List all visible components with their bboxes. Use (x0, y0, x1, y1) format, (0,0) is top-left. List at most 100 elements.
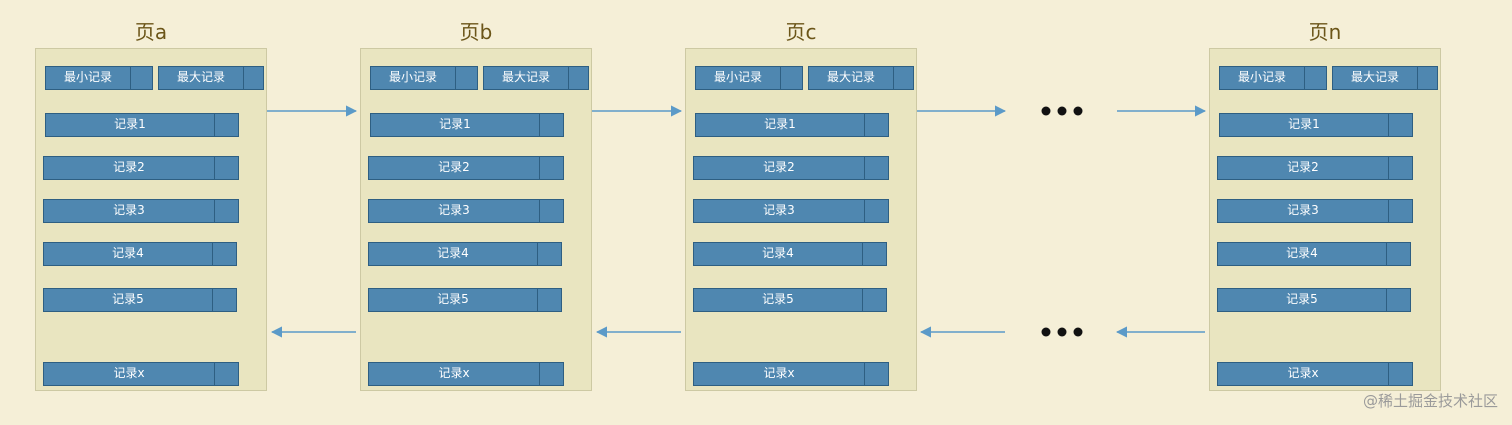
page-0-record-5: 记录5 (43, 288, 237, 312)
page-0-min-record-pointer-separator (130, 67, 131, 89)
page-2-title: 页c (785, 20, 817, 44)
page-1-record-x-label: 记录x (438, 366, 470, 380)
page-3-record-5-pointer-separator (1386, 289, 1387, 311)
page-2-record-2: 记录2 (693, 156, 889, 180)
page-0-min-record-label: 最小记录 (63, 70, 112, 84)
page-2-min-record-pointer-separator (780, 67, 781, 89)
page-1-max-record-pointer-separator (568, 67, 569, 89)
page-1-record-1: 记录1 (370, 113, 564, 137)
page-1-record-4: 记录4 (368, 242, 562, 266)
page-2-record-x-pointer-separator (864, 363, 865, 385)
page-1-max-record-label: 最大记录 (501, 70, 550, 84)
page-2-min-record-label: 最小记录 (713, 70, 762, 84)
page-2-record-x-label: 记录x (763, 366, 795, 380)
page-2-max-record-label: 最大记录 (826, 70, 875, 84)
page-1-min-record: 最小记录 (370, 66, 478, 90)
page-2-record-2-pointer-separator (864, 157, 865, 179)
page-2-record-5: 记录5 (693, 288, 887, 312)
page-2-max-record: 最大记录 (808, 66, 914, 90)
page-1-max-record: 最大记录 (483, 66, 589, 90)
page-0-record-x: 记录x (43, 362, 239, 386)
page-2-record-3: 记录3 (693, 199, 889, 223)
page-2-record-4-label: 记录4 (762, 246, 794, 260)
top-ellipsis-dot-3 (1073, 106, 1083, 116)
page-0-record-2: 记录2 (43, 156, 239, 180)
bottom-ellipsis-dot-1 (1041, 327, 1051, 337)
page-0-min-record: 最小记录 (45, 66, 153, 90)
page-1-record-1-label: 记录1 (439, 117, 471, 131)
page-0-record-5-label: 记录5 (112, 292, 144, 306)
page-0-record-1-pointer-separator (214, 114, 215, 136)
page-1-record-x: 记录x (368, 362, 564, 386)
page-1-record-4-label: 记录4 (437, 246, 469, 260)
page-0-record-2-label: 记录2 (113, 160, 145, 174)
page-0-record-4-label: 记录4 (112, 246, 144, 260)
page-0-record-x-label: 记录x (113, 366, 145, 380)
bottom-ellipsis-dot-3 (1073, 327, 1083, 337)
page-0-record-4-pointer-separator (212, 243, 213, 265)
page-0-record-x-pointer-separator (214, 363, 215, 385)
watermark: @稀土掘金技术社区 (1362, 392, 1498, 410)
page-1-record-2-label: 记录2 (438, 160, 470, 174)
top-ellipsis-dot-2 (1057, 106, 1067, 116)
page-0-record-1-label: 记录1 (114, 117, 146, 131)
page-0-title: 页a (134, 20, 168, 44)
page-3-record-1: 记录1 (1219, 113, 1413, 137)
page-0-record-3: 记录3 (43, 199, 239, 223)
page-3-record-5-label: 记录5 (1286, 292, 1318, 306)
page-3-record-5: 记录5 (1217, 288, 1411, 312)
page-3-record-4-label: 记录4 (1286, 246, 1318, 260)
page-2-record-1-label: 记录1 (764, 117, 796, 131)
page-0-max-record: 最大记录 (158, 66, 264, 90)
page-1-min-record-pointer-separator (455, 67, 456, 89)
page-1-record-2-pointer-separator (539, 157, 540, 179)
page-3-record-2-pointer-separator (1388, 157, 1389, 179)
page-3-record-x-pointer-separator (1388, 363, 1389, 385)
page-1-record-2: 记录2 (368, 156, 564, 180)
page-1-record-3: 记录3 (368, 199, 564, 223)
page-0-max-record-pointer-separator (243, 67, 244, 89)
page-2-record-x: 记录x (693, 362, 889, 386)
page-3-record-x-label: 记录x (1287, 366, 1319, 380)
page-1-record-5-label: 记录5 (437, 292, 469, 306)
page-3-record-x: 记录x (1217, 362, 1413, 386)
page-3-record-4: 记录4 (1217, 242, 1411, 266)
page-3-record-3-label: 记录3 (1287, 203, 1319, 217)
page-1-record-4-pointer-separator (537, 243, 538, 265)
page-2-record-1: 记录1 (695, 113, 889, 137)
page-1-record-5: 记录5 (368, 288, 562, 312)
page-3-min-record-pointer-separator (1304, 67, 1305, 89)
page-1-record-3-pointer-separator (539, 200, 540, 222)
page-2-min-record: 最小记录 (695, 66, 803, 90)
page-1-record-5-pointer-separator (537, 289, 538, 311)
page-1-record-1-pointer-separator (539, 114, 540, 136)
page-3-record-3-pointer-separator (1388, 200, 1389, 222)
page-0-record-3-pointer-separator (214, 200, 215, 222)
bottom-ellipsis-dot-2 (1057, 327, 1067, 337)
page-2-record-5-pointer-separator (862, 289, 863, 311)
page-3-record-4-pointer-separator (1386, 243, 1387, 265)
page-3-record-1-label: 记录1 (1288, 117, 1320, 131)
page-3-max-record-pointer-separator (1417, 67, 1418, 89)
page-2-record-4: 记录4 (693, 242, 887, 266)
page-3-min-record: 最小记录 (1219, 66, 1327, 90)
page-0-record-4: 记录4 (43, 242, 237, 266)
page-2-record-5-label: 记录5 (762, 292, 794, 306)
page-2-record-3-pointer-separator (864, 200, 865, 222)
page-1-record-3-label: 记录3 (438, 203, 470, 217)
page-1-record-x-pointer-separator (539, 363, 540, 385)
page-2-record-2-label: 记录2 (763, 160, 795, 174)
page-3-max-record: 最大记录 (1332, 66, 1438, 90)
page-3-record-2-label: 记录2 (1287, 160, 1319, 174)
page-2-record-1-pointer-separator (864, 114, 865, 136)
page-3-record-2: 记录2 (1217, 156, 1413, 180)
page-3-record-1-pointer-separator (1388, 114, 1389, 136)
page-1-title: 页b (459, 20, 493, 44)
page-3-min-record-label: 最小记录 (1237, 70, 1286, 84)
page-3-record-3: 记录3 (1217, 199, 1413, 223)
page-0-record-1: 记录1 (45, 113, 239, 137)
page-0-record-3-label: 记录3 (113, 203, 145, 217)
page-2-max-record-pointer-separator (893, 67, 894, 89)
page-0-record-5-pointer-separator (212, 289, 213, 311)
